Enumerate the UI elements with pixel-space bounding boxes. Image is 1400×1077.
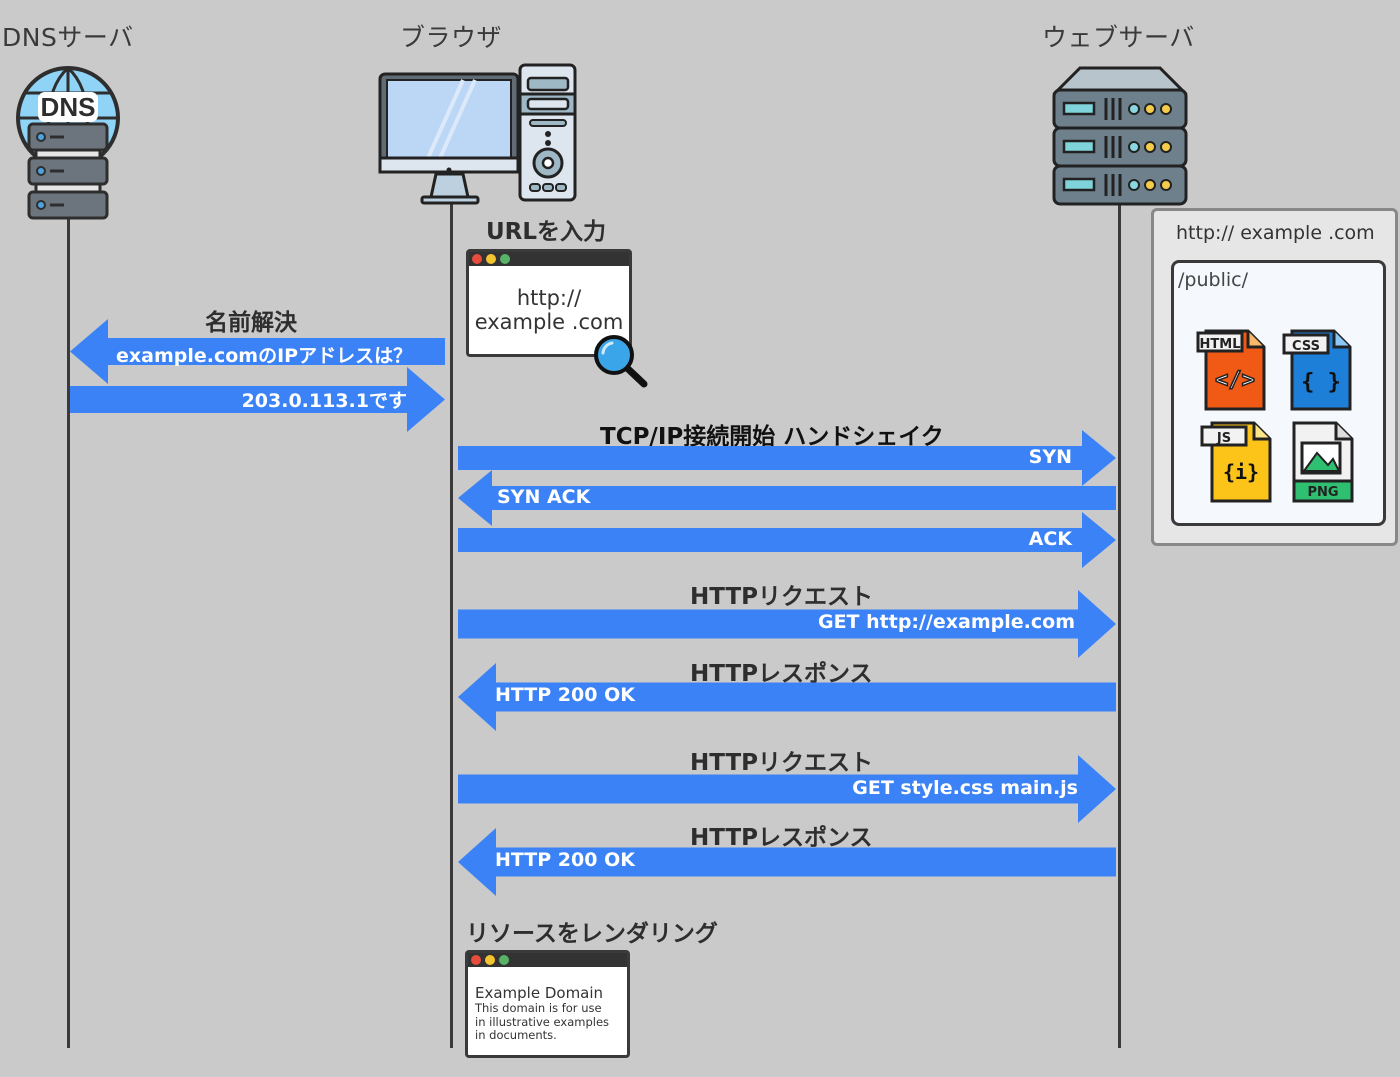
handshake-label: TCP/IP接続開始 ハンドシェイク: [600, 424, 944, 450]
http-response-2-arrow: HTTP 200 OK: [458, 828, 1116, 896]
render-browser-window: Example Domain This domain is for use in…: [465, 950, 630, 1058]
arrow-shape: [458, 512, 1116, 568]
magnifier-icon: [590, 333, 652, 391]
dns-answer-arrow: 203.0.113.1です: [70, 367, 445, 432]
syn-arrow: SYN: [458, 430, 1116, 486]
window-titlebar: [468, 953, 627, 967]
arrow-body: [70, 319, 445, 384]
http-request-2-text: GET style.css main.js: [852, 777, 1078, 799]
site-url: http:// example .com: [1176, 222, 1375, 244]
arrow-shape: [458, 755, 1116, 823]
maximize-dot-icon: [500, 254, 510, 264]
dns-query-text: example.comのIPアドレスは？: [116, 345, 413, 367]
dns-server-icon: DNS: [14, 66, 124, 221]
page-body-line: in illustrative examples: [475, 1014, 610, 1029]
css-file-label: CSS: [1292, 339, 1320, 354]
arrow-shape: [458, 430, 1116, 486]
public-folder: /public/ HTML </> CSS { }: [1171, 260, 1386, 526]
minimize-dot-icon: [485, 955, 495, 965]
syn-ack-text: SYN ACK: [497, 486, 591, 508]
http-request-2-arrow: GET style.css main.js: [458, 755, 1116, 823]
dns-lifeline: [67, 215, 70, 1048]
browser-title: ブラウザ: [400, 23, 503, 52]
png-file-label: PNG: [1307, 485, 1338, 500]
url-input-label: URLを入力: [486, 219, 607, 245]
maximize-dot-icon: [499, 955, 509, 965]
http-response-2-text: HTTP 200 OK: [495, 849, 635, 871]
arrow-body: [458, 663, 1116, 731]
js-file-label: JS: [1216, 431, 1231, 446]
pc-icon: [378, 62, 583, 207]
http-request-1-label: HTTPリクエスト: [690, 584, 874, 610]
page-body-line: in documents.: [475, 1028, 557, 1042]
http-request-2-label: HTTPリクエスト: [690, 750, 874, 776]
arrow-shape: [458, 470, 1116, 526]
html-file-glyph: </>: [1215, 368, 1255, 393]
css-file-icon[interactable]: CSS { }: [1280, 327, 1352, 413]
page-title: Example Domain: [475, 984, 604, 1002]
window-titlebar: [469, 252, 629, 266]
url-line-1: http://: [516, 286, 582, 310]
css-file-glyph: { }: [1301, 370, 1341, 395]
arrow-body: [458, 512, 1116, 568]
arrow-body: [458, 755, 1116, 823]
arrow-shape: [70, 319, 445, 384]
arrow-shape: [458, 828, 1116, 896]
arrow-shape: [458, 663, 1116, 731]
arrow-body: [458, 828, 1116, 896]
dns-icon-label: DNS: [41, 92, 96, 122]
html-file-icon[interactable]: HTML </>: [1196, 327, 1268, 413]
folder-name: /public/: [1178, 269, 1248, 291]
http-response-1-text: HTTP 200 OK: [495, 684, 635, 706]
js-file-glyph: {i}: [1223, 460, 1259, 484]
arrow-body: [458, 590, 1116, 658]
arrow-body: [70, 367, 445, 432]
website-box: http:// example .com /public/ HTML </> C…: [1151, 208, 1398, 546]
url-line-2: example .com: [474, 310, 624, 334]
minimize-dot-icon: [486, 254, 496, 264]
http-response-1-arrow: HTTP 200 OK: [458, 663, 1116, 731]
http-request-1-text: GET http://example.com: [817, 611, 1075, 633]
browser-lifeline: [450, 200, 453, 1048]
arrow-shape: [458, 590, 1116, 658]
png-file-icon[interactable]: PNG: [1290, 419, 1356, 505]
arrow-body: [458, 430, 1116, 486]
syn-ack-arrow: SYN ACK: [458, 470, 1116, 526]
arrow-body: [458, 470, 1116, 526]
ack-arrow: ACK: [458, 512, 1116, 568]
web-server-icon: [1050, 64, 1190, 209]
http-response-2-label: HTTPレスポンス: [690, 825, 873, 851]
dns-query-arrow: example.comのIPアドレスは？: [70, 319, 445, 384]
url-browser-window: http:// example .com: [466, 249, 632, 357]
close-dot-icon: [471, 955, 481, 965]
http-request-1-arrow: GET http://example.com: [458, 590, 1116, 658]
address-text[interactable]: http:// example .com: [469, 286, 629, 334]
html-file-label: HTML: [1200, 337, 1241, 352]
syn-text: SYN: [1028, 446, 1072, 468]
js-file-icon[interactable]: JS {i}: [1200, 419, 1272, 505]
ack-text: ACK: [1028, 528, 1072, 550]
web-lifeline: [1118, 200, 1121, 1048]
render-label: リソースをレンダリング: [466, 921, 718, 947]
close-dot-icon: [472, 254, 482, 264]
arrow-shape: [70, 367, 445, 432]
dns-answer-text: 203.0.113.1です: [241, 390, 407, 412]
web-server-title: ウェブサーバ: [1042, 23, 1195, 52]
dns-server-title: DNSサーバ: [2, 23, 134, 52]
page-body-line: This domain is for use: [475, 1001, 602, 1015]
name-resolution-label: 名前解決: [205, 310, 297, 336]
